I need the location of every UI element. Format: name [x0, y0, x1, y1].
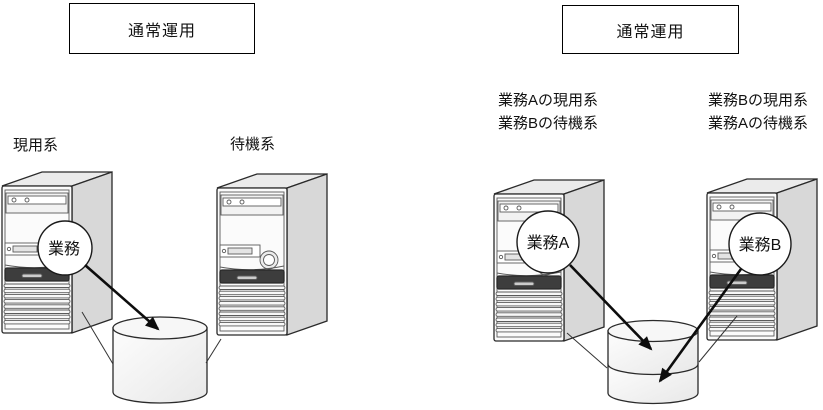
server-a-role-line1: 業務Aの現用系	[498, 92, 599, 109]
disk-top-tier	[607, 330, 699, 376]
disk-top	[112, 316, 208, 340]
task-circle-shape	[37, 220, 93, 276]
server-b-role-line2: 業務Aの待機系	[708, 115, 809, 132]
task-circle: 業務	[37, 220, 93, 276]
shared-disk-right	[607, 319, 699, 405]
task-a-label: 業務A	[527, 234, 570, 252]
active-system-label: 現用系	[13, 137, 59, 154]
task-a-circle-shape	[516, 210, 580, 274]
access-arrow-task-disk	[84, 264, 160, 331]
shared-disk-left	[112, 316, 208, 404]
disk-body	[112, 327, 208, 404]
task-b-circle: 業務B	[728, 212, 792, 276]
access-arrow-task-a-disk	[569, 264, 653, 351]
connector-server-a-disk	[566, 332, 608, 369]
standby-system-label: 待機系	[230, 136, 276, 153]
disk-bottom-tier	[607, 363, 699, 405]
connector-server-b-disk	[698, 315, 738, 363]
access-arrow-task-b-disk	[658, 268, 743, 383]
task-a-circle: 業務A	[516, 210, 580, 274]
task-b-label: 業務B	[739, 236, 782, 254]
task-label: 業務	[48, 240, 80, 258]
disk-top	[607, 319, 699, 343]
task-b-circle-shape	[728, 212, 792, 276]
left-title-box: 通常運用	[69, 3, 255, 54]
right-title-box: 通常運用	[562, 5, 739, 54]
server-tower-standby	[216, 173, 328, 336]
connector-standby-disk	[205, 338, 222, 364]
connector-active-disk	[81, 311, 114, 365]
server-a-role-line2: 業務Bの待機系	[498, 115, 599, 132]
server-b-role-line1: 業務Bの現用系	[708, 92, 809, 109]
